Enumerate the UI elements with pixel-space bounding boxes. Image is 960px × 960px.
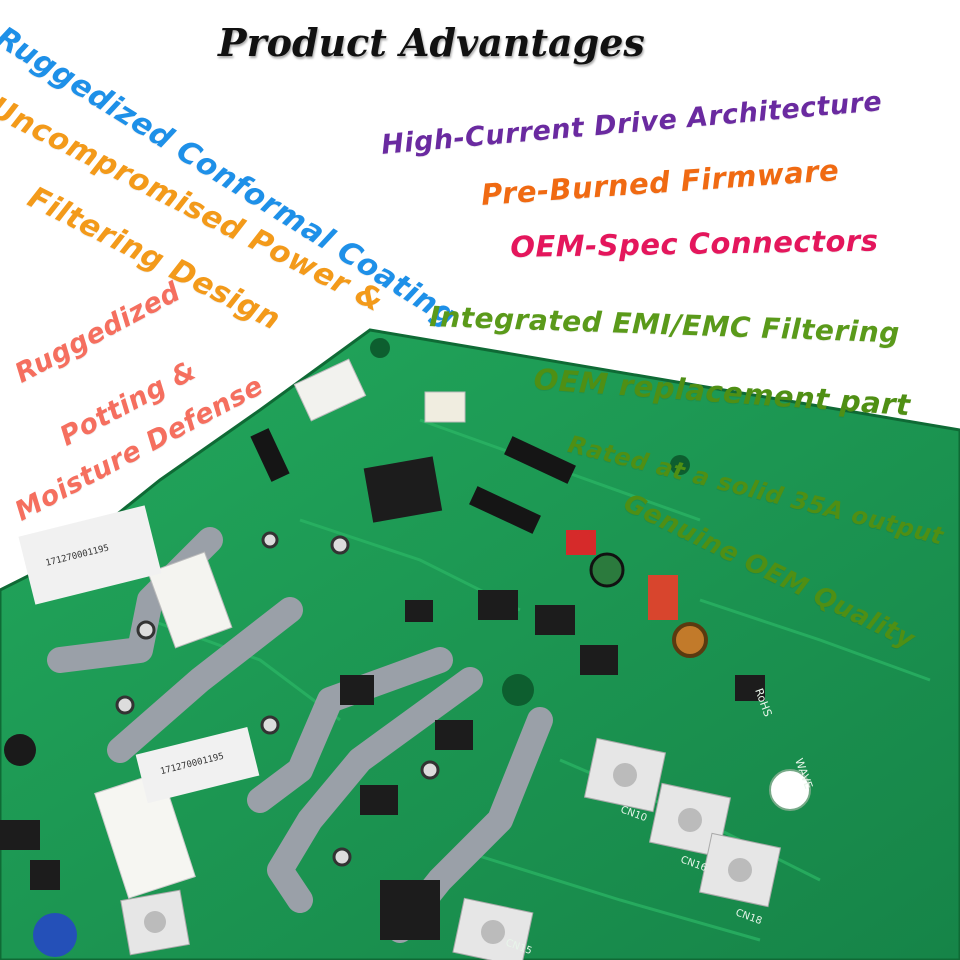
ic-chips: [0, 456, 765, 940]
mounting-holes: [370, 338, 811, 811]
inductor: [672, 622, 708, 658]
red-connector: [648, 575, 678, 620]
connectors-white: [94, 358, 466, 899]
advantage-connectors: OEM-Spec Connectors: [510, 223, 879, 264]
pin-headers: [250, 428, 576, 534]
sticker-1: [18, 505, 162, 605]
dip-switch: [566, 530, 596, 555]
capacitors: [4, 531, 625, 957]
sticker-2: [135, 726, 260, 804]
page-title: Product Advantages: [218, 20, 645, 65]
screw-terminals: [120, 737, 782, 960]
